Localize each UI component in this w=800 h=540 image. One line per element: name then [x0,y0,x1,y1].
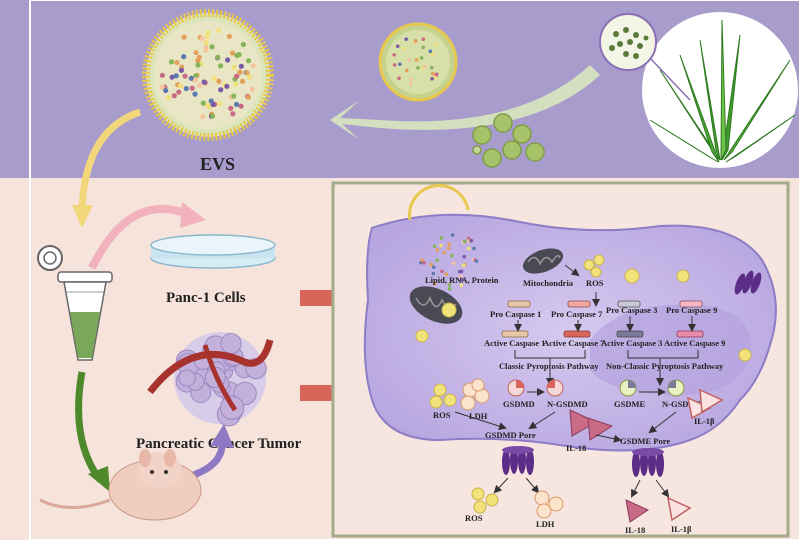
evs-to-tube-arrow [78,108,142,211]
magnifier-inset [599,13,691,101]
evs-label: EVS [200,154,235,174]
pro-caspase9-label: Pro Caspase 9 [666,305,717,315]
active-caspase3-label: Active Caspase 3 [601,338,662,348]
ev-fusion-arc [408,184,470,221]
active-caspase9-label: Active Caspase 9 [664,338,725,348]
tube-to-dish-arrow [88,204,192,270]
gsdmd-pore-label: GSDMD Pore [485,430,536,440]
petri-dish [150,234,276,269]
ros-dots-top [415,254,752,362]
medium-ev-cargo-dots [392,37,439,86]
ldh-bottom-label: LDH [536,519,555,529]
extraction-arrow [330,65,600,140]
mitochondria-icon [522,248,564,274]
panc1-label: Panc-1 Cells [166,290,246,306]
tube-to-mouse-arrow [75,371,103,483]
medium-ev [378,22,458,102]
ros-ldh-cluster [429,378,490,411]
caspase-icons [501,300,704,338]
pro-caspase1-label: Pro Caspase 1 [490,309,541,319]
gsdmd-label: GSDMD [503,399,535,409]
gsdme-label: GSDME [614,399,646,409]
centrifuge-tube [37,245,113,361]
gasdermin-icons [507,379,685,397]
il1b-mid-label: IL-1β [694,416,715,426]
ros-bottom-label: ROS [465,513,483,523]
vesicle-cluster [472,113,545,168]
ldh-mid-label: LDH [469,411,488,421]
gsdmd-pore-icon [502,446,534,475]
membrane-pore-icon [734,270,762,295]
gsdme-pore-icon [632,448,664,477]
active-caspase1-label: Active Caspase 1 [484,338,545,348]
pro-caspase3-label: Pro Caspase 3 [606,305,657,315]
n-gsdme-label: N-GSDME [662,399,702,409]
il18-mid-label: IL-18 [566,443,586,453]
released-ros [471,487,499,514]
nude-mouse-image [39,449,202,521]
ev-cargo-dots [159,27,256,120]
classic-pathway-label: Classic Pyroptosis Pathway [499,361,599,371]
gsdme-pore-label: GSDME Pore [620,436,670,446]
n-gsdmd-label: N-GSDMD [547,399,588,409]
released-il18 [625,499,650,523]
tumor-image [147,332,274,427]
ros-mid-label: ROS [433,410,451,420]
active-caspase7-label: Active Caspase 7 [543,338,605,348]
released-ldh [534,490,564,519]
il-triangles [569,388,724,441]
il18-bottom-label: IL-18 [625,525,645,535]
aloe-plant-image [642,12,798,168]
mitochondria-label: Mitochondria [523,278,574,288]
nonclassic-pathway-label: Non-Classic Pyroptosis Pathway [606,361,724,371]
pro-caspase7-label: Pro Caspase 7 [551,309,603,319]
released-il1b [667,496,692,522]
ros-top-label: ROS [586,278,604,288]
lipid-label: Lipid, RNA, Protein [425,275,499,285]
cell-cargo-dots [419,233,479,291]
il1b-bottom-label: IL-1β [671,524,692,534]
